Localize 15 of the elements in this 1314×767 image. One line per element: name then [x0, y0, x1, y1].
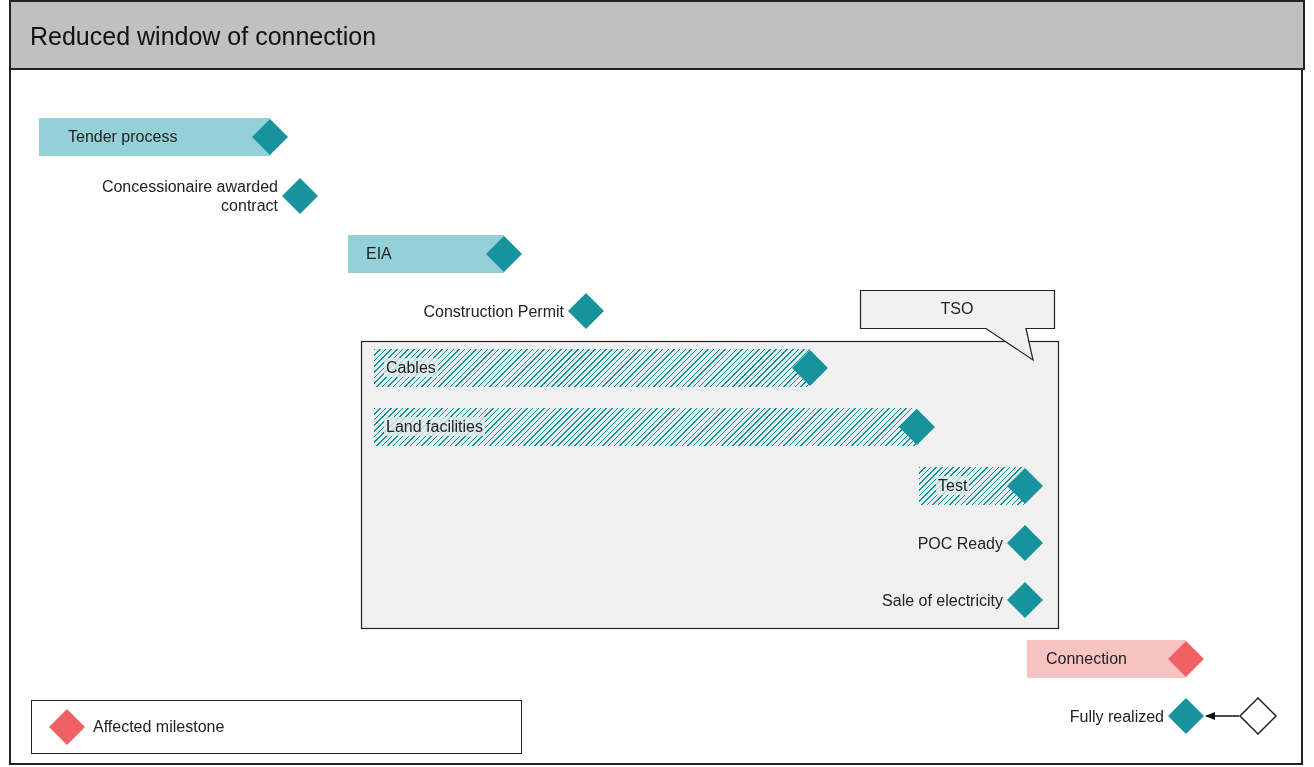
milestone-label: Fully realized: [1068, 706, 1164, 726]
task-label: Cables: [384, 358, 438, 377]
legend-label: Affected milestone: [93, 717, 225, 736]
milestone-label: Concessionaire awarded contract: [100, 177, 278, 215]
task-label: Test: [936, 476, 970, 495]
milestone-label: POC Ready: [916, 533, 1003, 553]
task-label: Connection: [1046, 649, 1127, 668]
callout-label: TSO: [939, 299, 975, 318]
task-label: Land facilities: [384, 417, 485, 436]
title: Reduced window of connection: [30, 22, 377, 51]
arrow: [1204, 711, 1240, 721]
task-label: EIA: [366, 244, 392, 263]
milestone-label: Sale of electricity: [881, 590, 1003, 610]
milestone-label: Construction Permit: [422, 301, 564, 321]
task-label: Tender process: [68, 127, 178, 146]
